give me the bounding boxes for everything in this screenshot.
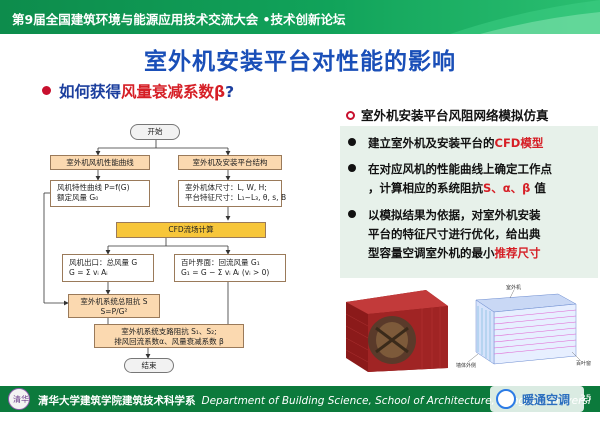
question-line: 如何获得风量衰减系数β?	[42, 80, 234, 102]
question-suffix: ?	[225, 83, 235, 101]
conference-title: 第9届全国建筑环境与能源应用技术交流大会 •技术创新论坛	[12, 12, 346, 27]
question-prefix: 如何获得	[59, 83, 122, 101]
watermark-logo-icon	[496, 389, 516, 409]
bullet-item-working-point: 在对应风机的性能曲线上确定工作点 ，计算相应的系统阻抗S、α、β 值	[348, 160, 552, 198]
bullet-list: 建立室外机及安装平台的CFD模型 在对应风机的性能曲线上确定工作点 ，计算相应的…	[340, 126, 598, 278]
header-bar: 第9届全国建筑环境与能源应用技术交流大会 •技术创新论坛	[0, 0, 600, 34]
question-highlight: 风量衰减系数β	[121, 83, 226, 101]
flow-dimensions-box: 室外机体尺寸：L, W, H; 平台特征尺寸：L₁~L₃, θ, s, B	[178, 180, 286, 207]
slide-title: 室外机安装平台对性能的影响	[144, 49, 456, 75]
flowchart: 开始 室外机风机性能曲线 室外机及安装平台结构 风机特性曲线 P=f(G) 额定…	[38, 118, 338, 378]
image-label-wall: 墙体外侧	[456, 363, 477, 369]
flow-louver-box: 百叶界面：回流风量 G₁ G₁ = G − Σ vᵢ Aᵢ (vᵢ > 0)	[174, 254, 286, 282]
bullet-dot-icon	[348, 138, 356, 146]
flow-output-box: 室外机系统支路阻抗 S₁、S₂; 排风回流系数α、风量衰减系数 β	[94, 324, 244, 348]
bullet-item-optimization: 以模拟结果为依据，对室外机安装 平台的特征尺寸进行优化，给出典 型容量空调室外机…	[348, 206, 541, 263]
flow-fan-characteristic-box: 风机特性曲线 P=f(G) 额定风量 G₀	[50, 180, 150, 207]
simulation-subheading: 室外机安装平台风阻网络模拟仿真	[346, 105, 549, 124]
flow-total-resistance-box: 室外机系统总阻抗 S S=P/G²	[68, 294, 160, 318]
bullet-dot-icon	[348, 210, 356, 218]
bullet-item-cfd-model: 建立室外机及安装平台的CFD模型	[348, 134, 543, 153]
flow-end: 结束	[124, 358, 174, 373]
header-swoosh-decoration	[450, 0, 600, 34]
page-number: 35	[580, 394, 592, 404]
bullet-dot-icon	[42, 86, 51, 95]
flow-start: 开始	[130, 124, 180, 140]
platform-geometry-image: 室外机 墙体外侧 百叶窗	[454, 284, 598, 374]
flow-fan-outlet-box: 风机出口：总风量 G G = Σ vᵢ Aᵢ	[62, 254, 154, 282]
platform-geometry-drawing	[454, 284, 598, 374]
ring-bullet-icon	[346, 111, 355, 120]
flow-structure-box: 室外机及安装平台结构	[178, 155, 282, 170]
image-label-louver: 百叶窗	[576, 361, 592, 367]
watermark-badge: 暖通空调	[490, 386, 584, 412]
university-logo-icon: 清华	[8, 388, 30, 410]
image-label-unit: 室外机	[506, 285, 522, 291]
flow-cfd-box: CFD流场计算	[116, 222, 266, 238]
bullet-dot-icon	[348, 164, 356, 172]
flow-fan-curve-box: 室外机风机性能曲线	[50, 155, 150, 170]
cfd-mesh-image	[332, 284, 452, 374]
footer-org-cn: 清华大学建筑学院建筑技术科学系	[38, 395, 196, 407]
watermark-text: 暖通空调	[522, 393, 571, 407]
